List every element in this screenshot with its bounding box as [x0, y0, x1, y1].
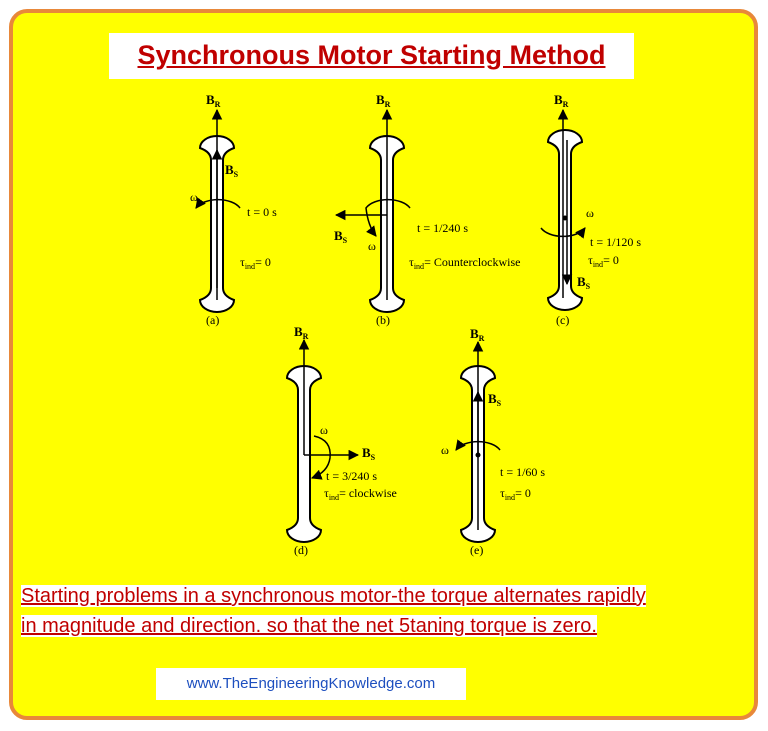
torque-label-a: τind= 0 — [240, 255, 271, 271]
torque-label-c: τind= 0 — [588, 253, 619, 269]
bs-label-c: BS — [577, 274, 591, 291]
diagram-label-e: (e) — [470, 543, 483, 557]
caption: Starting problems in a synchronous motor… — [21, 581, 746, 641]
time-label-a: t = 0 s — [247, 205, 277, 219]
omega-arc-a — [195, 197, 241, 209]
torque-label-d: τind= clockwise — [324, 486, 397, 502]
caption-line-2: in magnitude and direction. so that the … — [21, 615, 597, 637]
bs-label-d: BS — [362, 445, 376, 462]
center-dot-c — [562, 215, 568, 221]
caption-line-1: Starting problems in a synchronous motor… — [21, 585, 646, 607]
diagram-b: BR BS ω t = 1/240 s τind= Counterclockwi… — [334, 92, 520, 327]
br-label-e: BR — [470, 326, 485, 343]
omega-arc-b — [365, 198, 411, 237]
omega-label-e: ω — [441, 443, 449, 457]
omega-arc-c — [540, 227, 586, 239]
diagram-d: BR BS ω t = 3/240 s τind= clockwise (d) — [285, 324, 397, 557]
diagram-frame: Synchronous Motor Starting Method Starti… — [9, 9, 758, 720]
time-label-c: t = 1/120 s — [590, 235, 641, 249]
br-label-b: BR — [376, 92, 391, 109]
diagram-label-c: (c) — [556, 313, 569, 327]
time-label-e: t = 1/60 s — [500, 465, 545, 479]
website-link[interactable]: www.TheEngineeringKnowledge.com — [156, 668, 466, 700]
omega-label-a: ω — [190, 190, 198, 204]
time-label-d: t = 3/240 s — [326, 469, 377, 483]
diagram-label-d: (d) — [294, 543, 308, 557]
bs-label-a: BS — [225, 162, 239, 179]
diagram-c: BR BS ω t = 1/120 s τind= 0 (c) — [540, 92, 641, 327]
center-dot-e — [475, 452, 481, 458]
br-label-a: BR — [206, 92, 221, 109]
torque-label-e: τind= 0 — [500, 486, 531, 502]
omega-label-d: ω — [320, 423, 328, 437]
time-label-b: t = 1/240 s — [417, 221, 468, 235]
diagram-e: BR BS ω t = 1/60 s τind= 0 (e) — [441, 326, 545, 557]
page-title: Synchronous Motor Starting Method — [109, 33, 634, 79]
bs-label-e: BS — [488, 391, 502, 408]
omega-arc-e — [455, 439, 501, 451]
diagram-a: BR BS ω t = 0 s τind= 0 (a) — [190, 92, 277, 327]
torque-label-b: τind= Counterclockwise — [409, 255, 520, 271]
omega-label-b: ω — [368, 239, 376, 253]
diagram-label-b: (b) — [376, 313, 390, 327]
omega-arc-d — [311, 435, 331, 480]
diagram-label-a: (a) — [206, 313, 219, 327]
omega-label-c: ω — [586, 206, 594, 220]
br-label-d: BR — [294, 324, 309, 341]
br-label-c: BR — [554, 92, 569, 109]
bs-label-b: BS — [334, 228, 348, 245]
